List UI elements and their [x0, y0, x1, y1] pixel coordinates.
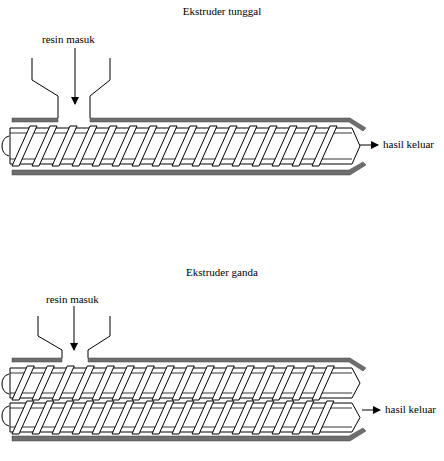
screw-flight: [152, 401, 174, 434]
input-label: resin masuk: [46, 293, 99, 306]
screw-flight: [312, 126, 337, 166]
screw-flight: [92, 401, 114, 434]
screw-flight: [32, 126, 57, 166]
screw-flight: [252, 366, 274, 400]
hopper: [32, 58, 110, 118]
screw-flight: [132, 126, 157, 166]
screw-flight: [312, 366, 334, 400]
shaft-line: [10, 133, 352, 134]
screw-flight: [272, 366, 294, 400]
screw-flight: [52, 401, 74, 434]
screw-flight: [292, 366, 314, 400]
screw-flight: [152, 126, 177, 166]
screw-flight: [172, 126, 197, 166]
outlet-arrow: [360, 145, 378, 146]
screw-flight: [272, 401, 294, 434]
screw-flight: [292, 126, 317, 166]
screw-flight: [212, 401, 234, 434]
screw-flight: [252, 126, 277, 166]
screw-flight: [172, 401, 194, 434]
screw-flight: [92, 366, 114, 400]
screw-flight: [232, 401, 254, 434]
screw-flight: [112, 401, 134, 434]
screw-flight: [32, 366, 54, 400]
output-label: hasil keluar: [383, 138, 434, 151]
screw-flight: [72, 366, 94, 400]
screw: [10, 366, 360, 400]
screw: [10, 126, 360, 166]
figure-title: Ekstruder ganda: [186, 266, 258, 279]
screw-flight: [92, 126, 117, 166]
shaft-line: [10, 408, 352, 409]
screw-flight: [172, 366, 194, 400]
screw-flight: [12, 126, 37, 166]
feed-arrow: [74, 306, 75, 350]
outlet-arrow: [362, 410, 380, 411]
screw-flight: [232, 126, 257, 166]
input-label: resin masuk: [42, 33, 95, 46]
output-label: hasil keluar: [385, 403, 436, 416]
screw-flight: [132, 366, 154, 400]
screw-flight: [192, 366, 214, 400]
screw-flight: [212, 366, 234, 400]
screw-flight: [212, 126, 237, 166]
screw-end: [2, 406, 9, 426]
screw-end: [2, 374, 9, 394]
screw-flight: [292, 401, 314, 434]
screw-flight: [12, 401, 34, 434]
screw-flight: [312, 401, 334, 434]
screw-flight: [232, 366, 254, 400]
screw-flight: [72, 126, 97, 166]
screw-flight: [32, 401, 54, 434]
screw-end: [2, 136, 9, 156]
screw-flight: [132, 401, 154, 434]
shaft-line: [10, 373, 352, 374]
screw-flight: [72, 401, 94, 434]
screw-flight: [272, 126, 297, 166]
screw-flight: [12, 366, 34, 400]
screw-flight: [152, 366, 174, 400]
screw-flight: [112, 126, 137, 166]
screw: [10, 401, 360, 434]
figure-title: Ekstruder tunggal: [183, 5, 262, 18]
screw-flight: [192, 401, 214, 434]
screw-flight: [52, 366, 74, 400]
feed-arrow: [75, 48, 76, 104]
screw-flight: [192, 126, 217, 166]
screw-flight: [112, 366, 134, 400]
screw-flight: [252, 401, 274, 434]
screw-flight: [52, 126, 77, 166]
